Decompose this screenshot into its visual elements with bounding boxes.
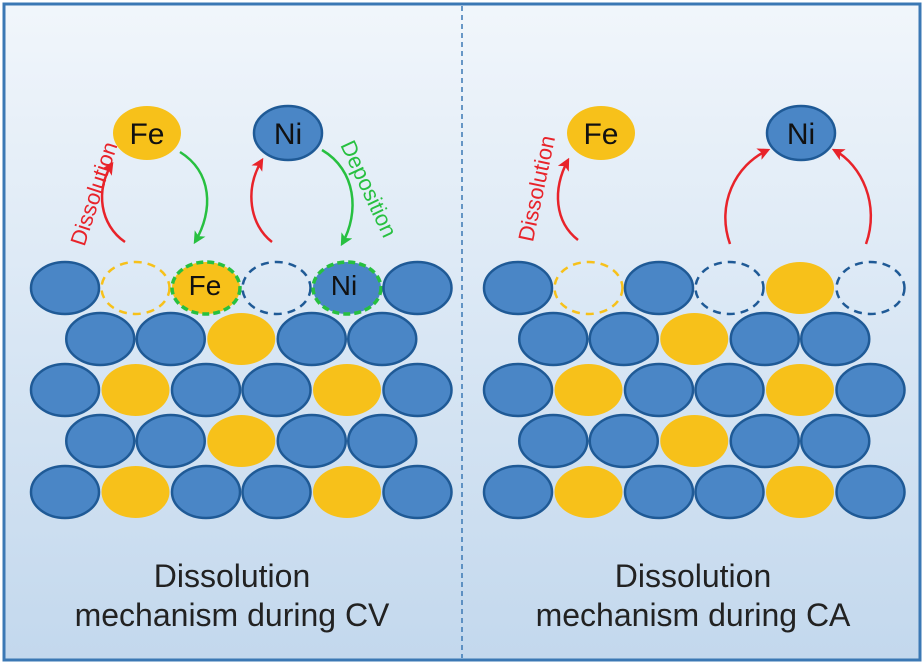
fe-deposition-arrow [179,150,209,245]
fe-lattice-atom [554,364,623,416]
ni-atom-label: Ni [274,118,302,151]
redeposited-fe-atom [170,260,242,316]
redeposited-fe-label: Fe [189,270,222,301]
ni-deposition-arrow [321,148,354,247]
ni-lattice-atom [382,464,453,520]
ni-lattice-atom [800,311,871,367]
fe-vacancy [553,260,624,316]
ni-vacancy [835,260,906,316]
lattice-ca [482,260,906,520]
redeposited-ni-atom [311,260,383,316]
fe-vacancy [100,260,171,316]
ni-lattice-atom [694,362,765,418]
fe-lattice-atom [660,313,729,365]
fe-dissolution-arrow [556,157,579,241]
ni-lattice-atom [482,464,554,520]
fe-lattice-atom [207,415,276,467]
ni-lattice-atom [241,362,312,418]
ni-lattice-atom [518,311,589,367]
ni-lattice-atom [588,311,659,367]
fe-lattice-atom [766,262,834,314]
lattice-cv [29,260,453,520]
ni-lattice-atom [729,413,800,469]
ni-lattice-atom [170,464,242,520]
ni-lattice-atom [800,413,871,469]
fe-atom: Fe [567,106,635,160]
redeposited-ni-label: Ni [331,270,357,301]
ni-vacancy [241,260,312,316]
caption-line-1: Dissolution [154,558,311,594]
ni-atom: Ni [252,104,324,162]
ni-lattice-atom [65,413,136,469]
caption-line-2: mechanism during CV [75,597,390,633]
ni-lattice-atom [29,362,101,418]
ni-lattice-atom [170,362,242,418]
fe-dissolution-arrow [100,161,126,244]
ni-lattice-atom [482,260,554,316]
ni-lattice-atom [482,362,554,418]
ni-lattice-atom [729,311,800,367]
caption-line-2: mechanism during CA [536,597,851,633]
ni-lattice-atom [276,311,347,367]
ni-lattice-atom [588,413,659,469]
ni-dissolution-arrow-left [724,148,771,245]
ni-lattice-atom [382,362,453,418]
ni-lattice-atom [65,311,136,367]
ni-atom-label: Ni [787,118,815,151]
ni-vacancy [694,260,765,316]
ni-dissolution-arrow-right [831,148,873,245]
fe-lattice-atom [766,466,834,518]
ni-lattice-atom [623,464,695,520]
ni-lattice-atom [347,413,418,469]
ni-lattice-atom [835,464,906,520]
fe-atom: Fe [113,106,181,160]
fe-lattice-atom [660,415,729,467]
ni-dissolution-arrow [250,157,273,243]
fe-lattice-atom [101,364,170,416]
ni-lattice-atom [694,464,765,520]
ni-lattice-atom [518,413,589,469]
ni-lattice-atom [29,464,101,520]
fe-lattice-atom [101,466,170,518]
fe-lattice-atom [313,364,381,416]
fe-atom-label: Fe [129,118,164,151]
fe-lattice-atom [313,466,381,518]
ni-lattice-atom [835,362,906,418]
ni-lattice-atom [623,260,695,316]
ni-lattice-atom [241,464,312,520]
fe-atom-label: Fe [583,118,618,151]
caption-line-1: Dissolution [615,558,772,594]
ni-lattice-atom [623,362,695,418]
ni-lattice-atom [29,260,101,316]
ni-lattice-atom [382,260,453,316]
fe-lattice-atom [766,364,834,416]
ni-lattice-atom [135,311,206,367]
ni-lattice-atom [135,413,206,469]
fe-lattice-atom [207,313,276,365]
ni-atom: Ni [765,104,837,162]
panel-ca: Fe Ni Dissolution Dissolution mechanism … [482,104,906,633]
fe-lattice-atom [554,466,623,518]
ni-lattice-atom [276,413,347,469]
ni-lattice-atom [347,311,418,367]
